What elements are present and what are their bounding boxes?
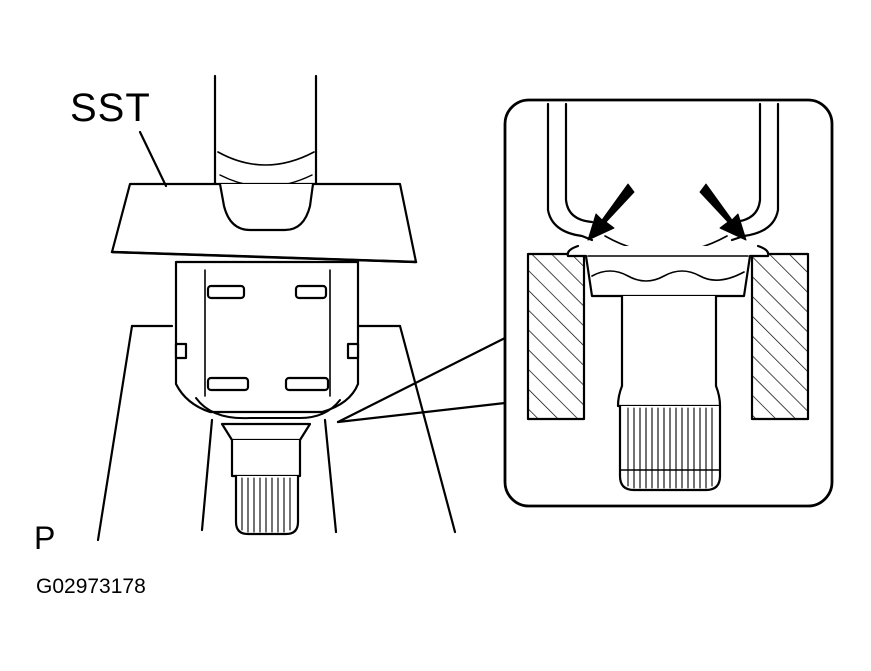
- drive-shaft: [220, 422, 312, 536]
- detail-inset: [503, 98, 834, 508]
- left-arrow-icon: [587, 183, 635, 241]
- right-arrow-icon: [699, 183, 747, 241]
- figure-code: G02973178: [36, 575, 146, 598]
- detail-callout-pointer: [336, 336, 507, 424]
- sst-leader-line: [138, 130, 168, 188]
- sst-label: SST: [70, 86, 151, 130]
- ram-tip: [218, 182, 315, 232]
- joint-housing: [174, 260, 360, 420]
- corner-mark: P: [34, 520, 56, 556]
- press-stand: [96, 324, 457, 542]
